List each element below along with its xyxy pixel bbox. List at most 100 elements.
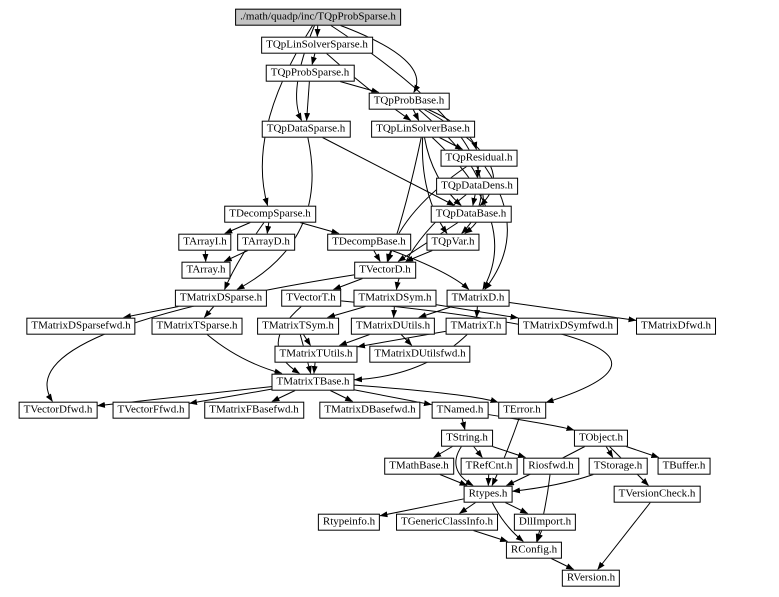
edge-dllimport-h--rconfig-h [536,530,543,542]
edge-tstorage-h--rtypes-h [512,474,594,494]
node-rversion-h[interactable]: RVersion.h [561,569,621,587]
edge-tqpdatadens-h--tmatrixdsym-h [394,194,467,290]
node-tqpdatadens-h[interactable]: TQpDataDens.h [436,177,518,195]
node-tmatrixdutils-h[interactable]: TMatrixDUtils.h [350,317,436,335]
node-tdecompsparse-h[interactable]: TDecompSparse.h [224,205,316,223]
edge-tstring-h--rtypes-h [455,446,474,486]
edge-tobject-h--tbuffer-h [626,446,660,458]
edge-tobject-h--tstorage-h [605,446,614,458]
node-tobject-h[interactable]: TObject.h [573,429,629,447]
edge-tstring-h--trefcnt-h [473,446,483,458]
edge-tstring-h--tmathbase-h [433,446,453,458]
node-tmatrixtbase-h[interactable]: TMatrixTBase.h [271,373,355,391]
edge-rconfig-h--rversion-h [551,558,575,570]
node-tvectordfwd-h[interactable]: TVectorDfwd.h [18,401,98,419]
edge-tqplinsolverbase-h--tqpdatabase-h [424,137,462,206]
node-tmatrixdsymfwd-h[interactable]: TMatrixDSymfwd.h [517,317,619,335]
node-tmatrixdbasefwd-h[interactable]: TMatrixDBasefwd.h [319,401,421,419]
node-dllimport-h[interactable]: DllImport.h [513,513,577,531]
edge-tmatrixdsym-h--tmatrixtsym-h [326,306,366,319]
node-tstorage-h[interactable]: TStorage.h [588,457,648,475]
edge-tmatrixdutils-h--tmatrixtutils-h [338,334,370,346]
edge-tmatrixtutils-h--tmatrixtbase-h [311,362,318,374]
edge-tqpresidual-h--tqpdatadens-h [475,166,482,178]
node-tmathbase-h[interactable]: TMathBase.h [384,457,454,475]
node-tqplinsolverbase-h[interactable]: TQpLinSolverBase.h [371,120,475,138]
edge-tmatrixtbase-h--terror-h [354,384,499,403]
node-tmatrixd-h[interactable]: TMatrixD.h [446,289,510,307]
node-rconfig-h[interactable]: RConfig.h [505,541,563,559]
edge-tmatrixd-h--tmatrixdfwd-h [509,301,637,323]
node-tarrayi-h[interactable]: TArrayI.h [178,233,232,251]
node-tmatrixfbasefwd-h[interactable]: TMatrixFBasefwd.h [204,401,304,419]
node-tmatrixtsparse-h[interactable]: TMatrixTSparse.h [151,317,243,335]
node-tmatrixtsym-h[interactable]: TMatrixTSym.h [257,317,339,335]
edge-tqpdatasparse-h--tmatrixdsparse-h [236,137,313,290]
node-tvectort-h[interactable]: TVectorT.h [281,289,341,307]
edge-tdecompbase-h--tmatrixd-h [391,250,470,290]
edge-tmatrixdsparse-h--tmatrixdsparsefwd-h [123,306,179,319]
node-tqpdatasparse-h[interactable]: TQpDataSparse.h [261,120,351,138]
edge-terror-h--rtypes-h [491,418,520,486]
node-tqplinsolversparse-h[interactable]: TQpLinSolverSparse.h [261,36,373,54]
node-tmatrixdsparse-h[interactable]: TMatrixDSparse.h [174,289,268,307]
node-math-quadp-inc-tqpprobsparse-h: ./math/quadp/inc/TQpProbSparse.h [235,8,401,26]
node-tqpprobbase-h[interactable]: TQpProbBase.h [368,92,450,110]
node-tqpprobsparse-h[interactable]: TQpProbSparse.h [265,64,355,82]
node-rtypeinfo-h[interactable]: Rtypeinfo.h [317,513,381,531]
node-tnamed-h[interactable]: TNamed.h [431,401,489,419]
node-tmatrixdsym-h[interactable]: TMatrixDSym.h [353,289,437,307]
node-tarray-h[interactable]: TArray.h [181,261,231,279]
node-tmatrixdfwd-h[interactable]: TMatrixDfwd.h [636,317,716,335]
node-tmatrixtutils-h[interactable]: TMatrixTUtils.h [274,345,358,363]
edge-tqpdatadens-h--tqpdatabase-h [471,194,478,206]
edge-tmatrixtsparse-h--tmatrixtbase-h [206,334,283,375]
edge-tqpprobbase-h--tqplinsolverbase-h [412,109,420,121]
edge-tqplinsolverbase-h--tqpvar-h [421,137,448,234]
node-tversioncheck-h[interactable]: TVersionCheck.h [613,485,701,503]
edge-tmatrixdutils-h--tmatrixdutilsfwd-h [400,334,413,346]
edge-tvectort-h--tmatrixtbase-h [277,306,302,374]
edge-tmatrixtbase-h--tmatrixfbasefwd-h [271,390,296,402]
edge-tversioncheck-h--rversion-h [597,502,651,570]
node-tdecompbase-h[interactable]: TDecompBase.h [327,233,411,251]
node-tstring-h[interactable]: TString.h [441,429,493,447]
edge-tdecompsparse-h--tarrayi-h [224,222,251,234]
edge-tmatrixtsym-h--tmatrixtutils-h [303,334,311,346]
edge-tqpprobsparse-h--tqpdatasparse-h [304,81,311,121]
edge-tnamed-h--tstring-h [460,418,466,430]
edge-tarrayd-h--tarray-h [223,250,248,262]
edge-rtypes-h--rconfig-h [491,502,524,542]
node-tqpresidual-h[interactable]: TQpResidual.h [440,149,518,167]
node-tbuffer-h[interactable]: TBuffer.h [657,457,711,475]
edge-tmathbase-h--rtypes-h [439,474,468,486]
node-tqpvar-h[interactable]: TQpVar.h [426,233,480,251]
edge-tmatrixtbase-h--tvectorffwd-h [189,388,272,406]
edge-tqpprobsparse-h--tqpprobbase-h [339,81,380,94]
edge-math-quadp-inc-tqpprobsparse-h--tqpprobbase-h [340,25,421,93]
edge-tdecompsparse-h--tmatrixdsparse-h [224,222,265,290]
node-rtypes-h[interactable]: Rtypes.h [463,485,513,503]
edge-rtypes-h--tgenericclassinfo-h [459,502,476,514]
edge-tqpresidual-h--tvectord-h [386,166,467,262]
node-tmatrixt-h[interactable]: TMatrixT.h [445,317,507,335]
edge-tmatrixdsparse-h--tmatrixtsparse-h [203,306,215,318]
node-tvectord-h[interactable]: TVectorD.h [354,261,416,279]
edge-tqplinsolversparse-h--tqpprobsparse-h [311,53,317,65]
edge-tqpvar-h--tvectord-h [405,250,433,262]
edge-tqplinsolversparse-h--tqplinsolverbase-h [326,53,412,121]
node-riosfwd-h[interactable]: Riosfwd.h [523,457,579,475]
node-tmatrixdutilsfwd-h[interactable]: TMatrixDUtilsfwd.h [369,345,471,363]
node-tmatrixdsparsefwd-h[interactable]: TMatrixDSparsefwd.h [26,317,136,335]
edge-tvectord-h--tvectort-h [332,278,363,290]
edge-tmatrixt-h--tmatrixtbase-h [354,334,468,383]
node-terror-h[interactable]: TError.h [498,401,546,419]
node-tqpdatabase-h[interactable]: TQpDataBase.h [430,205,512,223]
node-tvectorffwd-h[interactable]: TVectorFfwd.h [112,401,190,419]
edge-tstring-h--riosfwd-h [492,446,526,458]
node-tgenericclassinfo-h[interactable]: TGenericClassInfo.h [396,513,498,531]
node-tarrayd-h[interactable]: TArrayD.h [237,233,295,251]
edge-tmatrixdsym-h--tmatrixdutils-h [391,306,398,318]
node-trefcnt-h[interactable]: TRefCnt.h [460,457,518,475]
